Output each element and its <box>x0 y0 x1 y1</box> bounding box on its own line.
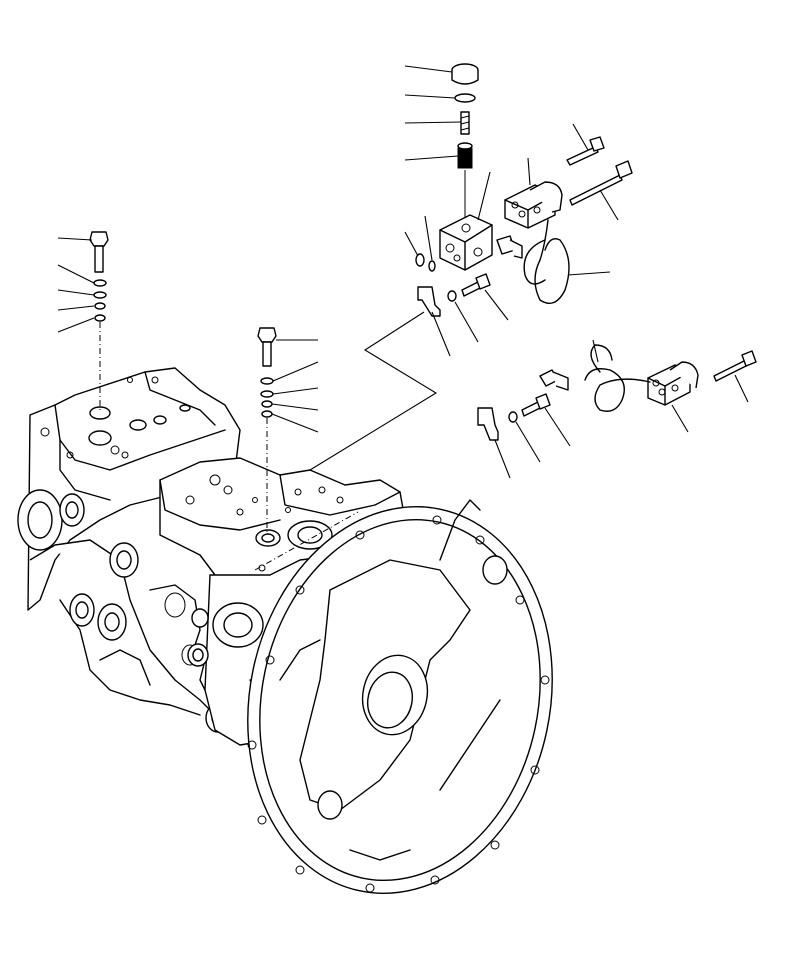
solenoid-upper <box>504 136 633 304</box>
bracket-assembly-lower <box>477 393 551 441</box>
bracket-assembly-upper <box>309 273 491 471</box>
pump-body-left <box>17 367 251 733</box>
top-valve-stack <box>415 63 523 272</box>
leader-lines <box>57 65 749 479</box>
solenoid-lower <box>539 344 757 412</box>
flywheel-housing <box>247 499 553 894</box>
